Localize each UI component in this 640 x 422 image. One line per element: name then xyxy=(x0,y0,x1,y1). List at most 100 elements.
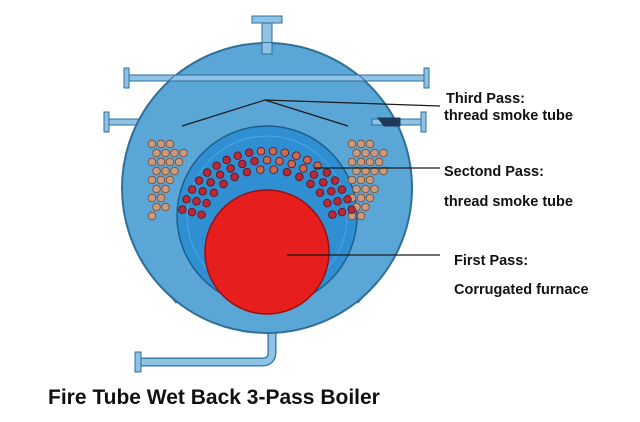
smoke-tube xyxy=(147,157,157,167)
smoke-tube xyxy=(315,188,325,197)
smoke-tube xyxy=(147,211,157,221)
right-side-flange xyxy=(420,111,427,133)
smoke-tube xyxy=(356,139,366,149)
smoke-tube xyxy=(292,151,301,160)
third-pass-title: Third Pass: xyxy=(446,91,525,107)
smoke-tube xyxy=(161,202,170,212)
smoke-tube xyxy=(282,167,292,177)
smoke-tube xyxy=(198,187,207,196)
smoke-tube xyxy=(226,164,235,173)
smoke-tube xyxy=(147,175,157,185)
first-pass-subtitle: Corrugated furnace xyxy=(454,282,589,298)
second-pass-subtitle: thread smoke tube xyxy=(444,194,573,210)
smoke-tube xyxy=(347,157,357,167)
smoke-tube xyxy=(347,205,356,214)
smoke-tube xyxy=(370,166,379,176)
smoke-tube xyxy=(222,155,231,165)
diagram-caption: Fire Tube Wet Back 3-Pass Boiler xyxy=(48,386,380,409)
smoke-tube xyxy=(161,148,170,158)
smoke-tube xyxy=(361,166,370,176)
top-nozzle-over-shell xyxy=(261,43,273,55)
smoke-tube xyxy=(156,157,166,167)
smoke-tube xyxy=(194,176,204,185)
smoke-tube xyxy=(356,157,366,167)
smoke-tube xyxy=(165,139,175,149)
smoke-tube xyxy=(303,155,312,165)
smoke-tube xyxy=(347,139,357,149)
smoke-tube xyxy=(161,184,170,194)
smoke-tube xyxy=(219,179,228,189)
smoke-tube xyxy=(182,195,191,204)
leader-lines xyxy=(181,99,441,256)
smoke-tube xyxy=(295,172,304,182)
second-pass-tubes xyxy=(178,146,356,219)
smoke-tube xyxy=(209,188,219,197)
smoke-tube xyxy=(379,148,388,158)
smoke-tube xyxy=(156,193,166,203)
smoke-tube xyxy=(306,179,315,189)
smoke-tube xyxy=(356,193,366,203)
smoke-tube xyxy=(147,193,157,203)
smoke-tube xyxy=(250,156,259,166)
smoke-tube xyxy=(337,185,347,194)
smoke-tube xyxy=(280,148,289,157)
third-pass-subtitle: thread smoke tube xyxy=(444,108,573,124)
smoke-tube xyxy=(152,148,161,158)
third-pass-leader-to-label xyxy=(264,99,441,107)
first-pass-title: First Pass: xyxy=(454,253,528,269)
smoke-tube xyxy=(347,175,357,185)
smoke-tube xyxy=(156,175,166,185)
upper-pipe-left-flange xyxy=(123,67,130,89)
smoke-tube xyxy=(165,157,175,167)
smoke-tube xyxy=(356,211,366,221)
smoke-tube xyxy=(323,198,332,208)
smoke-tube xyxy=(327,187,336,196)
smoke-tube xyxy=(361,148,370,158)
smoke-tube xyxy=(197,210,206,219)
smoke-tube xyxy=(170,166,179,176)
smoke-tube xyxy=(165,175,175,185)
smoke-tube xyxy=(212,161,221,170)
smoke-tube xyxy=(187,185,197,194)
top-nozzle-flange xyxy=(251,15,283,24)
smoke-tube xyxy=(202,168,212,177)
smoke-tube xyxy=(152,202,161,212)
smoke-tube xyxy=(192,197,201,206)
second-pass-title: Sectond Pass: xyxy=(444,164,544,180)
smoke-tube xyxy=(244,148,254,157)
smoke-tube xyxy=(343,195,352,204)
smoke-tube xyxy=(352,166,361,176)
bottom-pipe-flange xyxy=(134,351,142,373)
smoke-tube xyxy=(275,156,284,166)
smoke-tube xyxy=(262,155,272,165)
smoke-tube xyxy=(365,175,375,185)
smoke-tube xyxy=(361,202,370,212)
right-port xyxy=(377,117,401,127)
smoke-tube xyxy=(337,207,347,217)
smoke-tube xyxy=(370,148,379,158)
smoke-tube xyxy=(370,184,379,194)
smoke-tube xyxy=(161,166,170,176)
smoke-tube xyxy=(365,157,375,167)
smoke-tube xyxy=(238,159,247,169)
smoke-tube xyxy=(152,166,161,176)
smoke-tube xyxy=(268,146,278,156)
smoke-tube xyxy=(361,184,370,194)
smoke-tube xyxy=(322,168,331,177)
smoke-tube xyxy=(230,172,239,182)
smoke-tube xyxy=(242,167,252,177)
smoke-tube xyxy=(352,184,361,194)
left-side-flange xyxy=(103,111,110,133)
smoke-tube xyxy=(374,157,384,167)
smoke-tube xyxy=(187,207,197,217)
smoke-tube xyxy=(330,176,340,185)
smoke-tube xyxy=(215,170,225,179)
smoke-tube xyxy=(156,139,166,149)
smoke-tube xyxy=(170,148,179,158)
smoke-tube xyxy=(365,139,375,149)
smoke-tube xyxy=(356,175,366,185)
smoke-tube xyxy=(319,178,328,187)
smoke-tube xyxy=(178,205,187,214)
smoke-tube xyxy=(287,159,296,169)
